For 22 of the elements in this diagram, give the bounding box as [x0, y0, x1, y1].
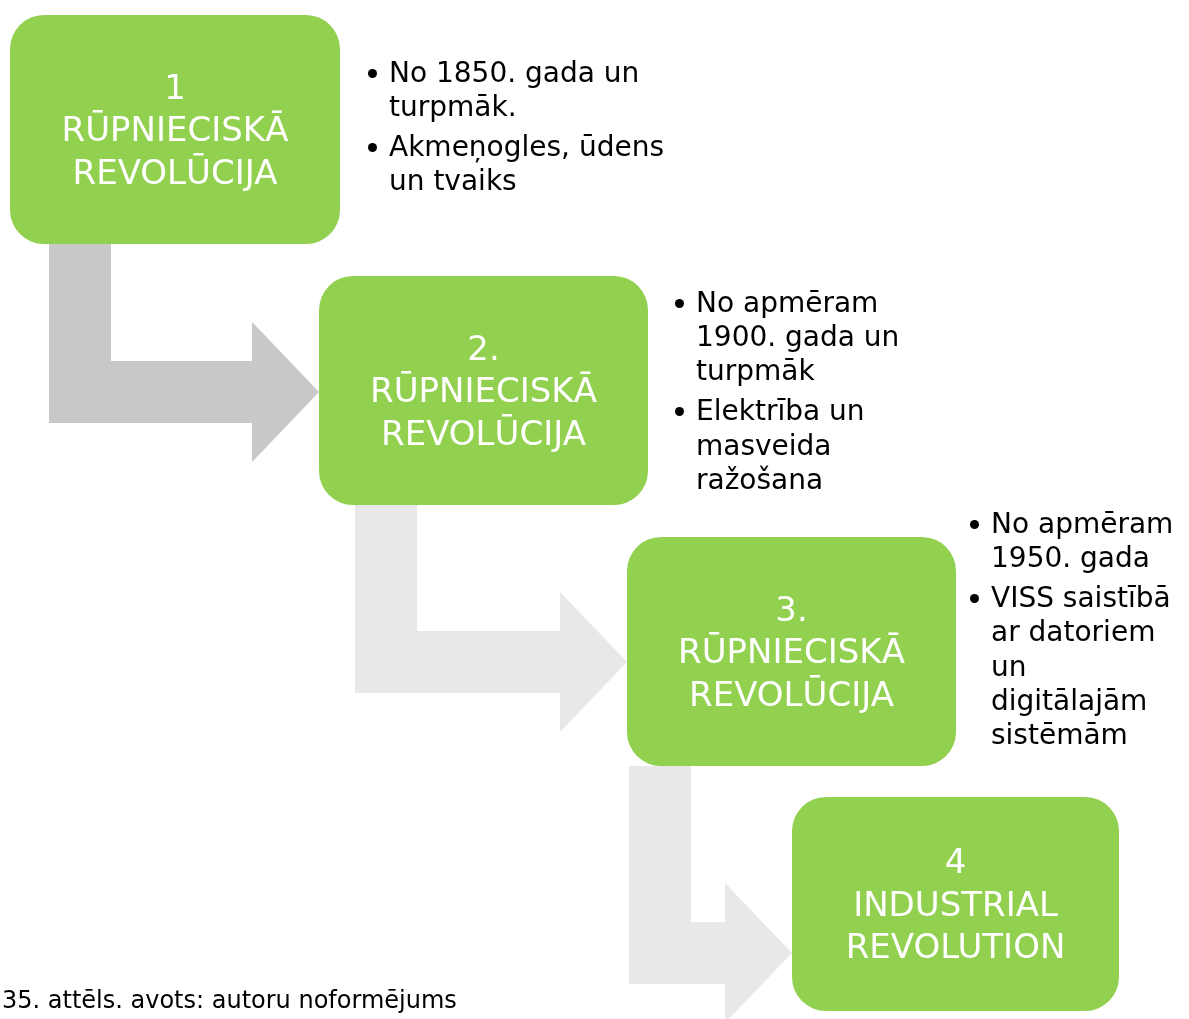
figure-caption: 35. attēls. avots: autoru noformējums [2, 986, 457, 1014]
stage-title: RŪPNIECISKĀ REVOLŪCIJA [60, 108, 290, 194]
bullet-item: Elektrība un masveida ražošana [673, 394, 935, 497]
bullet-item: No 1850. gada un turpmāk. [366, 56, 688, 125]
bullet-item: VISS saistībā ar datoriem un digitālajām sistēmām [968, 581, 1189, 753]
bent-arrow [49, 244, 319, 462]
stage-box [792, 797, 1119, 1011]
stage-number: 3. [775, 587, 808, 631]
bent-arrow [629, 766, 792, 1019]
stage-box [627, 537, 956, 766]
stage-title: INDUSTRIAL REVOLUTION [844, 882, 1067, 968]
bent-arrow [355, 505, 627, 732]
stage-number: 4 [944, 840, 967, 883]
stage-title: RŪPNIECISKĀ REVOLŪCIJA [677, 630, 906, 716]
stage-box [319, 276, 648, 505]
bullet-item: No apmēram 1950. gada [968, 507, 1189, 576]
stage-number: 2. [467, 326, 500, 370]
stage-box [10, 15, 340, 244]
bullet-item: Akmeņogles, ūdens un tvaiks [366, 130, 688, 199]
stage-number: 1 [164, 65, 186, 109]
bullet-item: No apmēram 1900. gada un turpmāk [673, 286, 935, 389]
stage-title: RŪPNIECISKĀ REVOLŪCIJA [369, 369, 598, 455]
